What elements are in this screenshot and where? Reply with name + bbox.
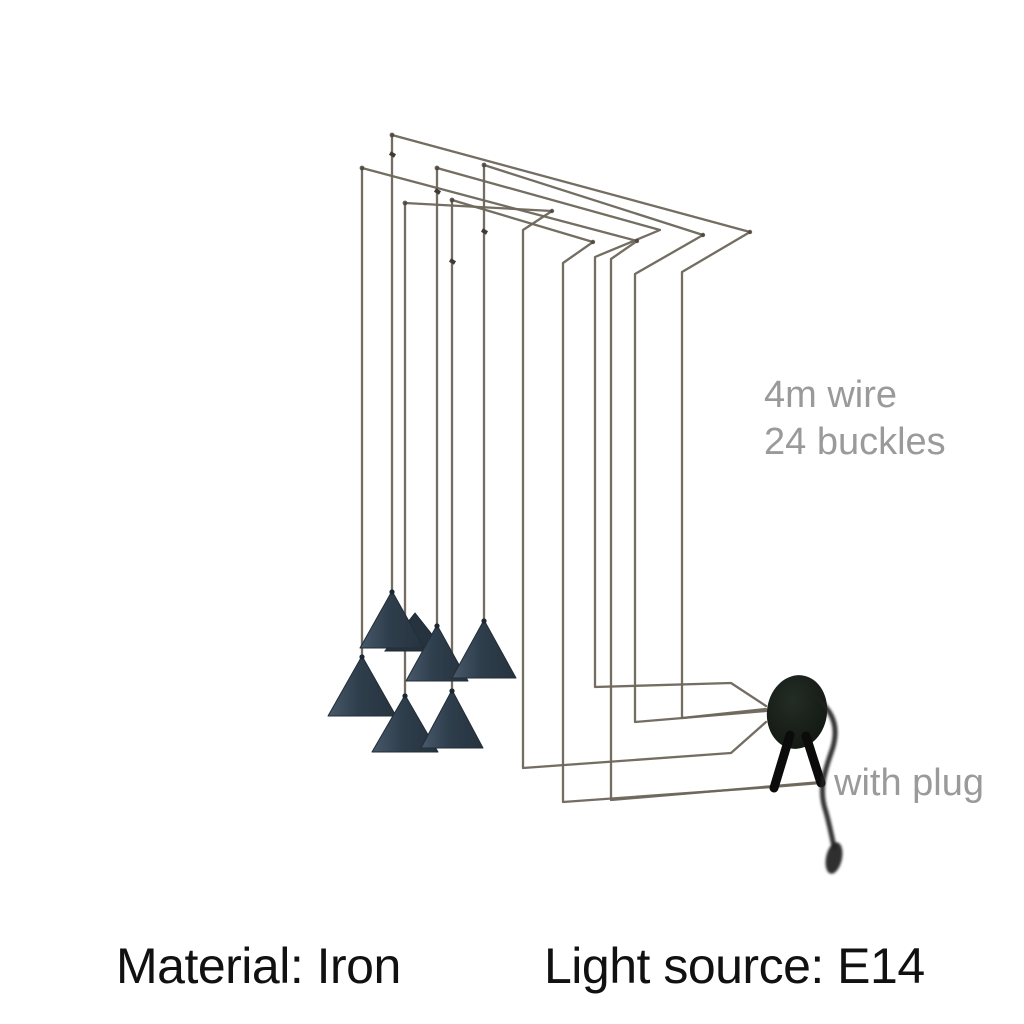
cable-buckles <box>388 151 489 265</box>
wire-arm <box>360 166 823 802</box>
plug-note: with plug <box>834 762 984 804</box>
cone-shade <box>359 590 425 649</box>
cone-shade <box>327 655 397 717</box>
cone-shades <box>327 589 517 753</box>
wire-arm <box>390 133 768 720</box>
wire-arm <box>482 163 768 724</box>
canopy-disc <box>766 675 828 749</box>
power-cord <box>813 695 838 850</box>
cone-shade <box>420 689 484 749</box>
wire-joints <box>359 132 753 245</box>
light-source-label: Light source: E14 <box>544 938 925 994</box>
buckle-count-label: 24 buckles <box>764 421 946 463</box>
power-plug <box>825 842 843 874</box>
canopy-legs <box>769 730 826 793</box>
material-label: Material: Iron <box>116 938 401 994</box>
cone-shade <box>405 624 469 682</box>
wire-spec-note: 4m wire 24 buckles <box>764 372 946 466</box>
wire-arms <box>360 133 823 804</box>
wire-length-label: 4m wire <box>764 374 898 416</box>
cone-shade <box>451 619 517 679</box>
cone-shade <box>371 694 439 753</box>
power-cord-group <box>813 695 843 874</box>
